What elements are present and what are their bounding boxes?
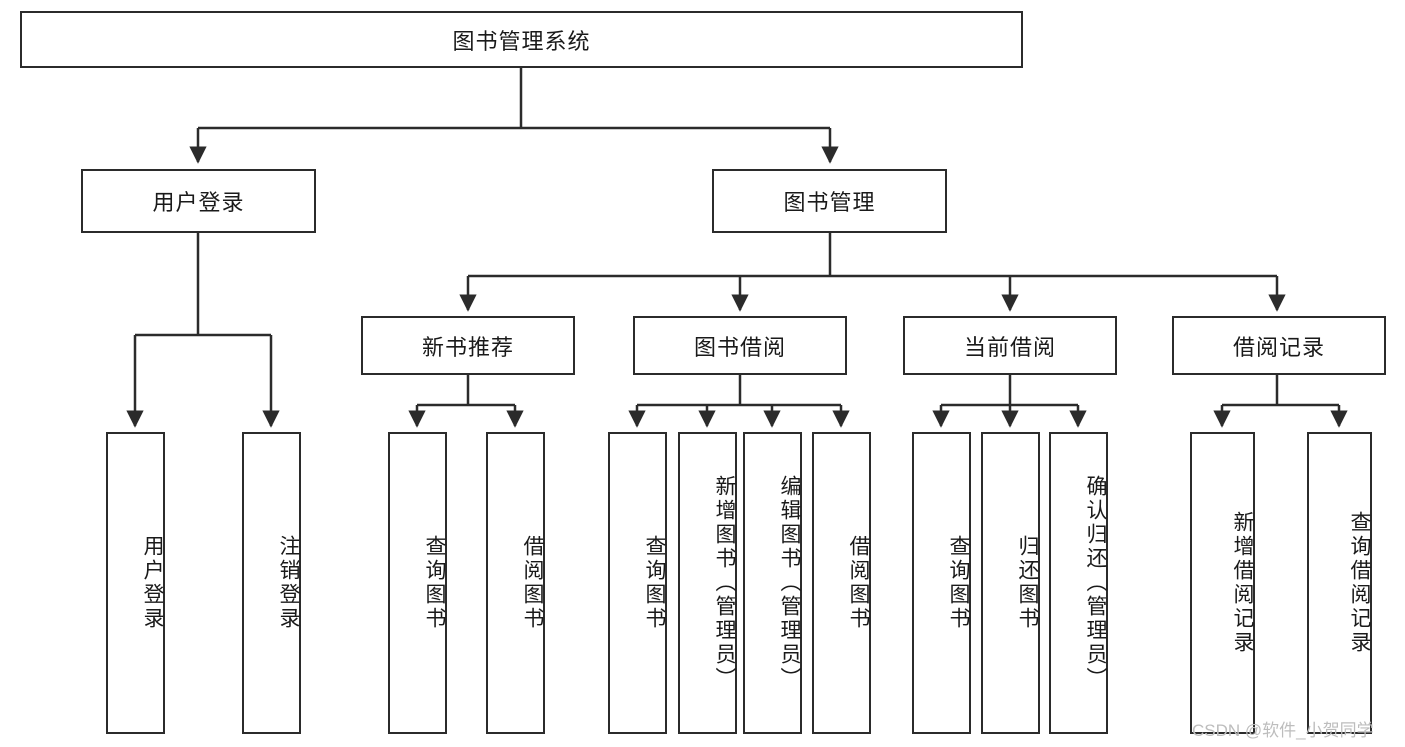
leaf-add-book-admin[interactable]: 新增图书（管理员）	[678, 432, 737, 734]
leaf-borrow-book[interactable]: 借阅图书	[812, 432, 871, 734]
node-new-book-recommendation[interactable]: 新书推荐	[361, 316, 575, 375]
leaf-return-book[interactable]: 归还图书	[981, 432, 1040, 734]
leaf-confirm-return-admin-label: 确认归还（管理员）	[1084, 475, 1107, 691]
node-user-login-label: 用户登录	[152, 190, 245, 215]
node-root-label: 图书管理系统	[452, 28, 591, 54]
leaf-query-book-borrow[interactable]: 查询图书	[608, 432, 667, 734]
leaf-query-book-borrow-label: 查询图书	[643, 535, 666, 631]
node-current-borrow[interactable]: 当前借阅	[903, 316, 1117, 375]
leaf-query-book-current[interactable]: 查询图书	[912, 432, 971, 734]
leaf-query-book-recommend[interactable]: 查询图书	[388, 432, 447, 734]
leaf-edit-book-admin-label: 编辑图书（管理员）	[778, 475, 801, 691]
leaf-add-borrow-record[interactable]: 新增借阅记录	[1190, 432, 1255, 734]
node-book-borrow[interactable]: 图书借阅	[633, 316, 847, 375]
node-root-library-management-system[interactable]: 图书管理系统	[20, 11, 1023, 68]
leaf-query-book-recommend-label: 查询图书	[423, 535, 446, 631]
leaf-logout-label: 注销登录	[277, 535, 300, 631]
node-current-borrow-label: 当前借阅	[963, 334, 1056, 360]
leaf-borrow-book-recommend[interactable]: 借阅图书	[486, 432, 545, 734]
leaf-return-book-label: 归还图书	[1016, 535, 1039, 631]
leaf-add-borrow-record-label: 新增借阅记录	[1231, 511, 1254, 655]
leaf-confirm-return-admin[interactable]: 确认归还（管理员）	[1049, 432, 1108, 734]
leaf-add-book-admin-label: 新增图书（管理员）	[713, 475, 736, 691]
csdn-watermark: CSDN @软件_小贺同学	[1192, 721, 1374, 740]
node-book-management-label: 图书管理	[783, 190, 876, 215]
leaf-edit-book-admin[interactable]: 编辑图书（管理员）	[743, 432, 802, 734]
leaf-user-login-label: 用户登录	[141, 535, 164, 631]
leaf-borrow-book-label: 借阅图书	[847, 535, 870, 631]
leaf-query-borrow-record[interactable]: 查询借阅记录	[1307, 432, 1372, 734]
node-book-borrow-label: 图书借阅	[693, 334, 786, 360]
node-borrow-record[interactable]: 借阅记录	[1172, 316, 1386, 375]
node-user-login[interactable]: 用户登录	[81, 169, 316, 233]
leaf-query-book-current-label: 查询图书	[947, 535, 970, 631]
node-borrow-record-label: 借阅记录	[1232, 334, 1325, 360]
leaf-query-borrow-record-label: 查询借阅记录	[1348, 511, 1371, 655]
node-book-management[interactable]: 图书管理	[712, 169, 947, 233]
leaf-borrow-book-recommend-label: 借阅图书	[521, 535, 544, 631]
leaf-logout[interactable]: 注销登录	[242, 432, 301, 734]
leaf-user-login[interactable]: 用户登录	[106, 432, 165, 734]
node-new-book-recommendation-label: 新书推荐	[421, 334, 514, 360]
